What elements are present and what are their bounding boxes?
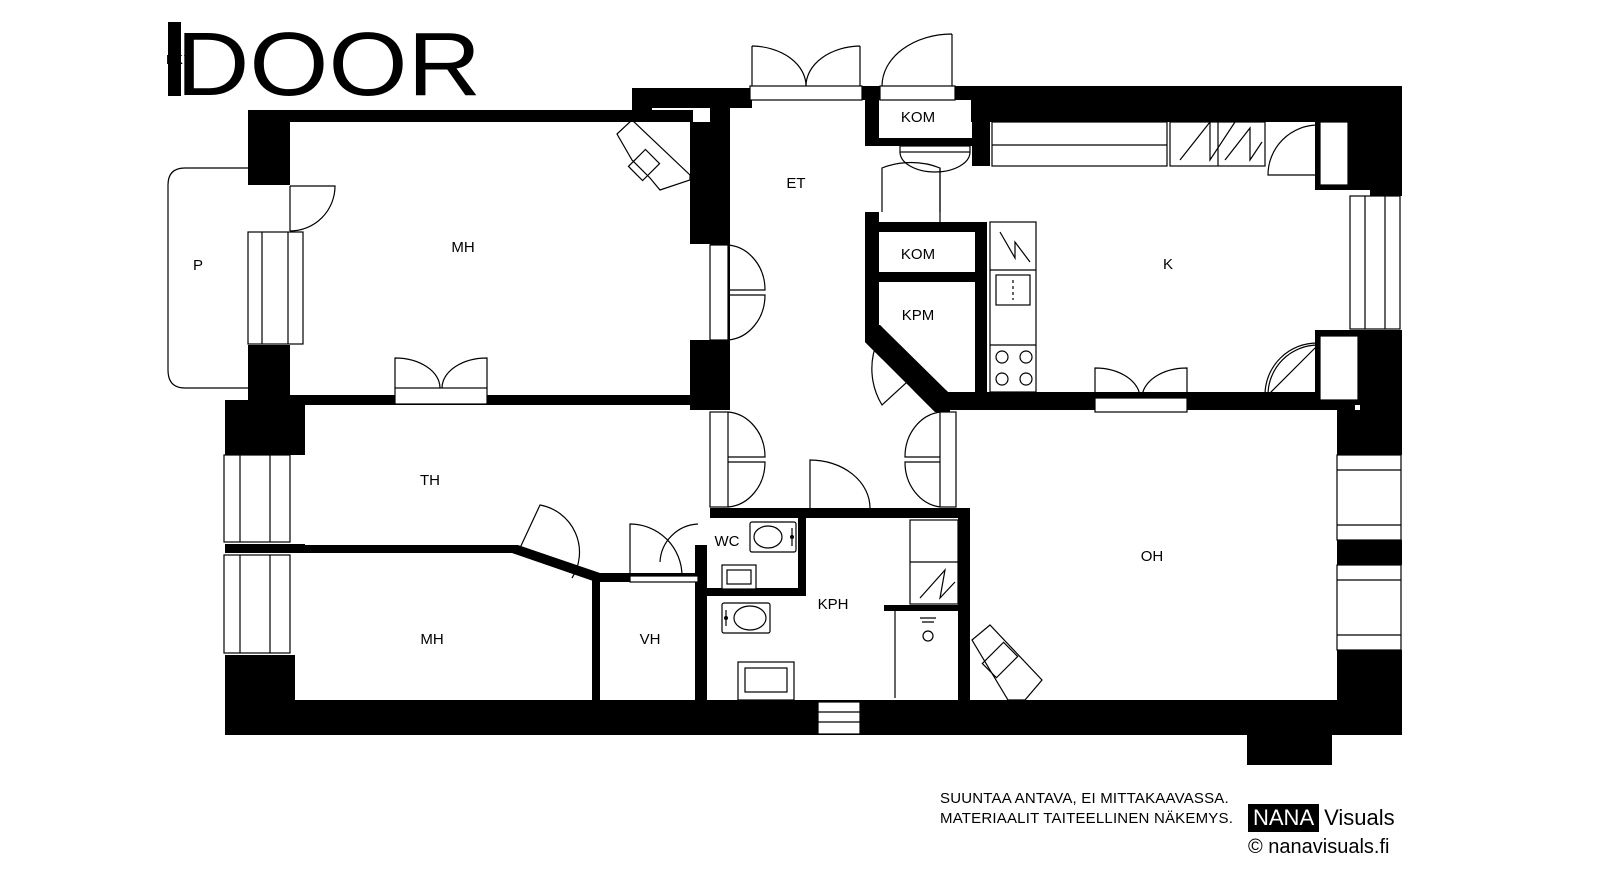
room-label-kpm: KPM [902,307,935,324]
room-label-th: TH [420,472,440,489]
room-label-oh: OH [1141,548,1164,565]
room-label-vh: VH [640,631,661,648]
room-label-et: ET [786,175,805,192]
room-label-kom-top: KOM [901,109,935,126]
nana-box: NANA [1248,804,1320,832]
room-label-mh-bottom: MH [420,631,443,648]
logo-main-text: DOOR [176,15,481,115]
room-label-mh-top: MH [451,239,474,256]
disclaimer-line-1: SUUNTAA ANTAVA, EI MITTAKAAVASSA. [940,790,1229,807]
room-label-p: P [193,257,203,274]
doors [289,33,1319,583]
door-logo: LKV DOOR [166,15,481,115]
walls-overlay [707,100,1355,611]
windows [223,121,1402,735]
room-label-kom-mid: KOM [901,246,935,263]
room-label-wc: WC [715,533,740,550]
bathroom-fixtures [721,519,959,701]
furniture [616,119,1043,701]
disclaimer-line-2: MATERIAALIT TAITEELLINEN NÄKEMYS. [940,810,1234,827]
visuals-word: Visuals [1324,805,1395,830]
credit-url: © nanavisuals.fi [1248,836,1390,858]
room-labels: P MH ET KOM KOM KPM K TH WC KPH MH VH OH [193,109,1173,648]
logo-sub-text: LKV [166,52,194,67]
room-label-k: K [1163,256,1173,273]
balcony [167,167,248,389]
kitchen-fixtures [989,120,1266,393]
room-label-kph: KPH [818,596,849,613]
nana-visuals-logo: NANA Visuals [1248,804,1395,832]
